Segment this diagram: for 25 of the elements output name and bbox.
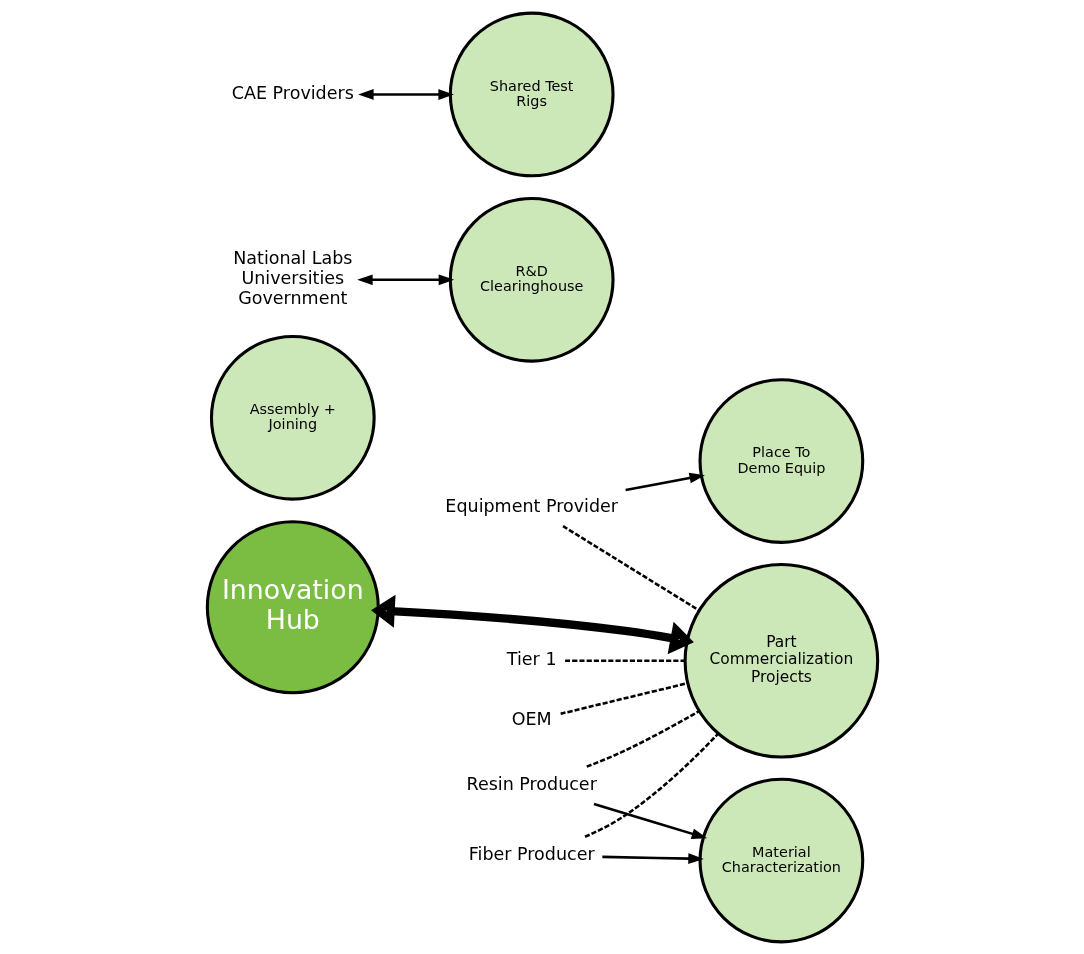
connector	[584, 732, 719, 838]
node-text: OEM	[511, 708, 552, 729]
node-circle: Shared Test Rigs	[448, 11, 615, 177]
connector	[559, 681, 688, 715]
node-circle: Place To Demo Equip	[698, 377, 864, 544]
arrow	[356, 273, 454, 285]
node-circle: R&D Clearinghouse	[448, 196, 615, 363]
node-text: CAE Providers	[231, 82, 354, 103]
node-text: Fiber Producer	[468, 843, 595, 864]
node-text: National Labs Universities Government	[232, 247, 352, 308]
connector	[561, 524, 700, 612]
node-circle: Assembly + Joining	[209, 334, 376, 501]
node-text: Tier 1	[506, 648, 557, 669]
node-circle: Innovation Hub	[205, 519, 380, 694]
node-circle: Material Characterization	[698, 777, 864, 943]
arrow	[370, 594, 694, 654]
arrow	[357, 88, 454, 100]
node-circle: Part Commercialization Projects	[683, 562, 879, 759]
arrow	[601, 852, 704, 864]
node-text: Equipment Provider	[444, 495, 618, 516]
connector	[564, 659, 685, 662]
arrow	[593, 802, 707, 839]
arrow	[624, 472, 705, 491]
node-text: Resin Producer	[466, 773, 597, 794]
connector	[585, 709, 699, 768]
